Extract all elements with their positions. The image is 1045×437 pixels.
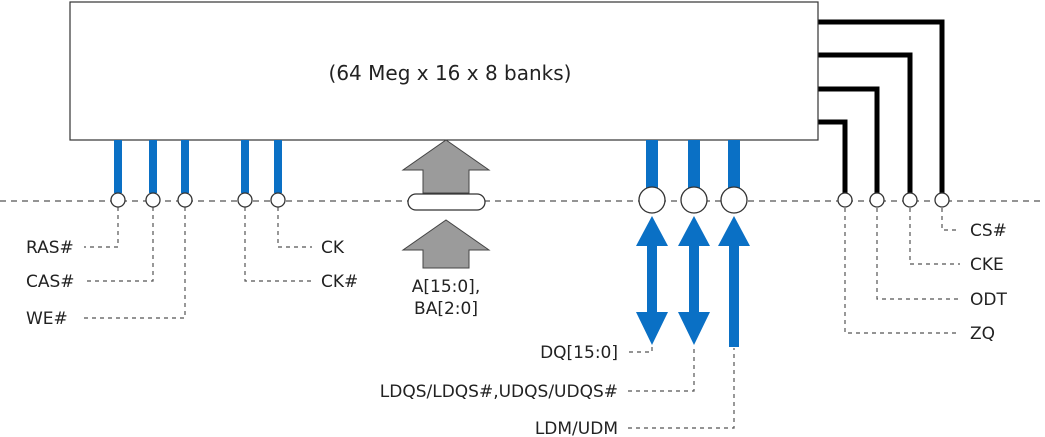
dq-leader: [629, 345, 653, 353]
we-connector: [177, 192, 193, 208]
we-label: WE#: [26, 309, 68, 329]
cs-line: [818, 19, 945, 193]
ck-n-leader: [244, 207, 312, 282]
dqs-bidir-arrow: [678, 216, 710, 345]
dq-bidir-arrow: [636, 216, 668, 345]
dram-chip-box: [69, 1, 819, 141]
dm-input-arrow: [718, 216, 750, 347]
odt-line: [818, 86, 880, 193]
address-label-line1: A[15:0],: [412, 277, 480, 297]
dq-label: DQ[15:0]: [540, 343, 618, 363]
cke-line: [818, 52, 913, 193]
zq-line: [818, 119, 848, 193]
ck-n-connector: [237, 192, 253, 208]
dqs-connector: [680, 186, 708, 214]
ras-connector: [110, 192, 126, 208]
odt-label: ODT: [970, 290, 1007, 310]
dqs-leader: [628, 348, 695, 392]
dq-connector: [638, 186, 666, 214]
ck-n-bus: [274, 140, 282, 193]
ras-leader: [84, 207, 119, 248]
zq-label: ZQ: [970, 324, 995, 344]
cke-connector: [902, 192, 918, 208]
address-arrows: [401, 139, 491, 269]
cas-connector: [145, 192, 161, 208]
dqs-label: LDQS/LDQS#,UDQS/UDQS#: [380, 382, 618, 402]
ck-connector: [270, 192, 286, 208]
ras-label: RAS#: [26, 238, 74, 258]
odt-leader: [876, 208, 960, 300]
dq-bus-top: [646, 140, 658, 188]
command-lines: [114, 140, 282, 193]
cke-leader: [909, 208, 960, 265]
we-leader: [84, 207, 186, 319]
dm-label: LDM/UDM: [535, 419, 618, 437]
cs-leader: [941, 208, 960, 231]
zq-leader: [844, 208, 960, 334]
cs-label: CS#: [970, 221, 1007, 241]
dm-connector: [720, 186, 748, 214]
ck-bus: [241, 140, 249, 193]
odt-connector: [869, 192, 885, 208]
ras-bus: [114, 140, 122, 193]
we-bus: [181, 140, 189, 193]
address-label-line2: BA[2:0]: [414, 299, 478, 319]
leader-lines: [84, 207, 960, 429]
cas-label: CAS#: [26, 272, 75, 292]
cas-bus: [149, 140, 157, 193]
dqs-bus-top: [688, 140, 700, 188]
cke-label: CKE: [970, 255, 1004, 275]
ck-label: CK: [321, 238, 345, 258]
cs-connector: [934, 192, 950, 208]
chip-label: (64 Meg x 16 x 8 banks): [329, 61, 572, 85]
pin-connectors: [110, 186, 950, 214]
address-arrow-up-lower: [401, 219, 491, 269]
address-bus-connector: [407, 193, 486, 211]
control-lines: [818, 19, 945, 193]
zq-connector: [837, 192, 853, 208]
address-arrow-up-upper: [401, 139, 491, 194]
dm-bus-top: [728, 140, 740, 188]
data-lines: [646, 140, 740, 188]
ck-leader: [277, 207, 312, 248]
cas-leader: [84, 207, 154, 282]
data-arrows: [636, 216, 750, 347]
ck-n-label: CK#: [321, 272, 358, 292]
dm-leader: [628, 348, 735, 429]
